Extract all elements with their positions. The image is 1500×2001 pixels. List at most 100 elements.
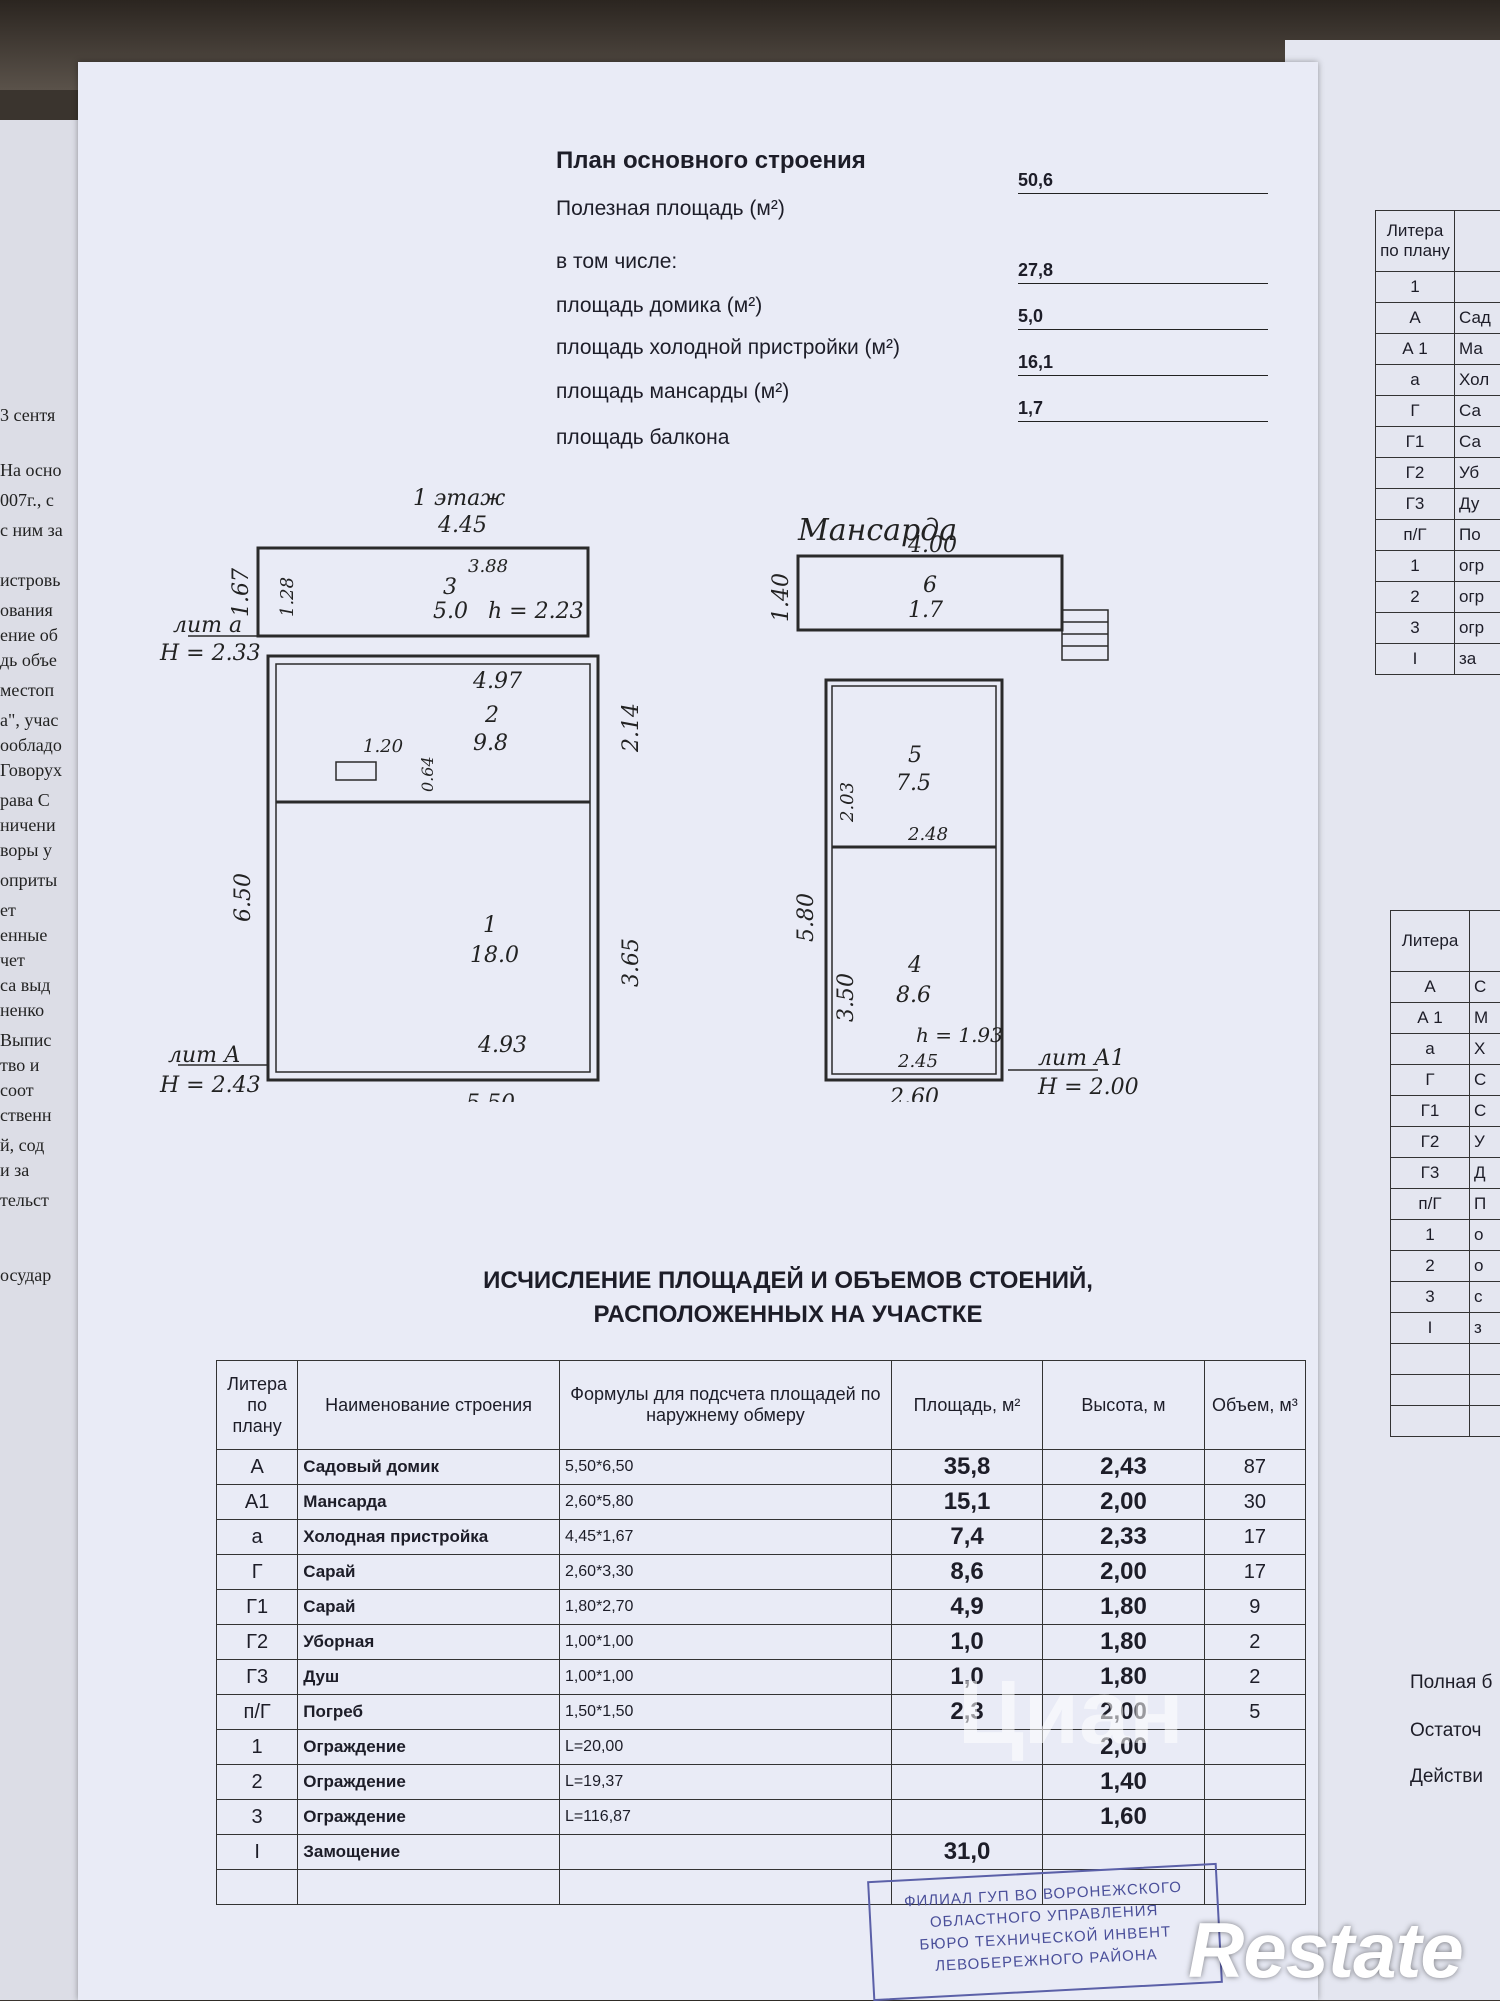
- right-table-cell: Г2: [1391, 1127, 1470, 1158]
- main-sheet: План основного строения Полезная площадь…: [78, 62, 1318, 2000]
- restate-logo: Restate: [1188, 1905, 1463, 1996]
- cell-height: 2,33: [1043, 1520, 1204, 1555]
- cell-area: [891, 1765, 1042, 1800]
- right-table-cell: огр: [1455, 613, 1500, 644]
- cell-name: Душ: [298, 1660, 560, 1695]
- floor-plan-drawing: 1 этаж Мансарда лит а H = 2.33 лит А H =…: [78, 62, 1318, 1102]
- right-table-cell: 2: [1391, 1251, 1470, 1282]
- left-page-fragment: местоп: [0, 680, 54, 701]
- right-table-cell: [1391, 1406, 1470, 1437]
- cell-formula: 5,50*6,50: [559, 1450, 891, 1485]
- right-table-cell: П: [1470, 1189, 1500, 1220]
- room1-area: 18.0: [470, 943, 519, 968]
- dim-4-93: 4.93: [477, 1033, 527, 1058]
- cell-area: 15,1: [891, 1485, 1042, 1520]
- right-table-cell: Уб: [1455, 458, 1500, 489]
- right-table-cell: [1470, 1406, 1500, 1437]
- dim-5-80: 5.80: [794, 893, 819, 942]
- right-table-cell: У: [1470, 1127, 1500, 1158]
- right-table-cell: 3: [1376, 613, 1455, 644]
- room3-height: h = 2.23: [488, 599, 584, 624]
- dim-2-45: 2.45: [897, 1051, 938, 1072]
- cell-name: Ограждение: [298, 1800, 560, 1835]
- table-title-line2: РАСПОЛОЖЕННЫХ НА УЧАСТКЕ: [338, 1299, 1238, 1331]
- cell-letter: I: [217, 1835, 298, 1870]
- cell-area: 1,0: [891, 1625, 1042, 1660]
- cell-height: 1,40: [1043, 1765, 1204, 1800]
- right-table-cell: По: [1455, 520, 1500, 551]
- right-table-header: Литера: [1391, 911, 1500, 972]
- dim-0-64: 0.64: [418, 756, 437, 792]
- room5-number: 5: [908, 743, 922, 768]
- left-page-fragment: воры у: [0, 840, 52, 861]
- left-page-fragment: рава С: [0, 790, 50, 811]
- cell-letter: 1: [217, 1730, 298, 1765]
- cell-volume: [1204, 1835, 1305, 1870]
- right-table-cell: за: [1455, 644, 1500, 675]
- right-table-cell: [1455, 272, 1500, 303]
- cell-height: 1,60: [1043, 1800, 1204, 1835]
- dim-1-20: 1.20: [363, 736, 403, 757]
- left-page-fragment: соот: [0, 1080, 34, 1101]
- room3-number: 3: [443, 575, 457, 600]
- right-table-cell: 1: [1391, 1220, 1470, 1251]
- cell-formula: L=20,00: [559, 1730, 891, 1765]
- room2-area: 9.8: [473, 731, 508, 756]
- dim-2-48: 2.48: [907, 824, 948, 845]
- right-table-cell: 2: [1376, 582, 1455, 613]
- left-page-fragment: ообладо: [0, 735, 62, 756]
- dim-3-88: 3.88: [468, 556, 508, 577]
- room4-number: 4: [907, 953, 922, 978]
- dim-4-97: 4.97: [472, 669, 522, 694]
- cell-name: Холодная пристройка: [298, 1520, 560, 1555]
- right-table-cell: Са: [1455, 427, 1500, 458]
- header-formula: Формулы для подсчета площадей по наружне…: [559, 1361, 891, 1450]
- right-table-cell: огр: [1455, 582, 1500, 613]
- cell-name: Мансарда: [298, 1485, 560, 1520]
- right-table-cell: Г3: [1391, 1158, 1470, 1189]
- cell-letter: Г1: [217, 1590, 298, 1625]
- right-footer-3: Действи: [1410, 1766, 1483, 1788]
- header-area: Площадь, м²: [891, 1361, 1042, 1450]
- right-table-header-cell: Литера: [1391, 911, 1470, 972]
- cell-height: 1,80: [1043, 1590, 1204, 1625]
- room4-height: h = 1.93: [916, 1023, 1003, 1047]
- right-table-cell: С: [1470, 972, 1500, 1003]
- left-page-fragment: ение об: [0, 625, 58, 646]
- right-table-row: [1391, 1344, 1500, 1375]
- cell-name: Ограждение: [298, 1765, 560, 1800]
- lit-A1-label: лит А1: [1038, 1046, 1125, 1071]
- cell-volume: 2: [1204, 1660, 1305, 1695]
- cell-formula: L=19,37: [559, 1765, 891, 1800]
- cell-volume: 9: [1204, 1590, 1305, 1625]
- right-table-cell: Х: [1470, 1034, 1500, 1065]
- cell-height: 1,80: [1043, 1625, 1204, 1660]
- header-name: Наименование строения: [298, 1361, 560, 1450]
- dim-1-67: 1.67: [229, 568, 254, 617]
- cell-volume: [1204, 1870, 1305, 1905]
- right-table-cell: [1470, 1344, 1500, 1375]
- cell-letter: а: [217, 1520, 298, 1555]
- dim-1-40: 1.40: [769, 573, 794, 622]
- right-table-cell: А: [1376, 303, 1455, 334]
- cell-area: 7,4: [891, 1520, 1042, 1555]
- office-stamp: ФИЛИАЛ ГУП ВО ВОРОНЕЖСКОГО ОБЛАСТНОГО УП…: [867, 1863, 1223, 2001]
- right-table-cell: с: [1470, 1282, 1500, 1313]
